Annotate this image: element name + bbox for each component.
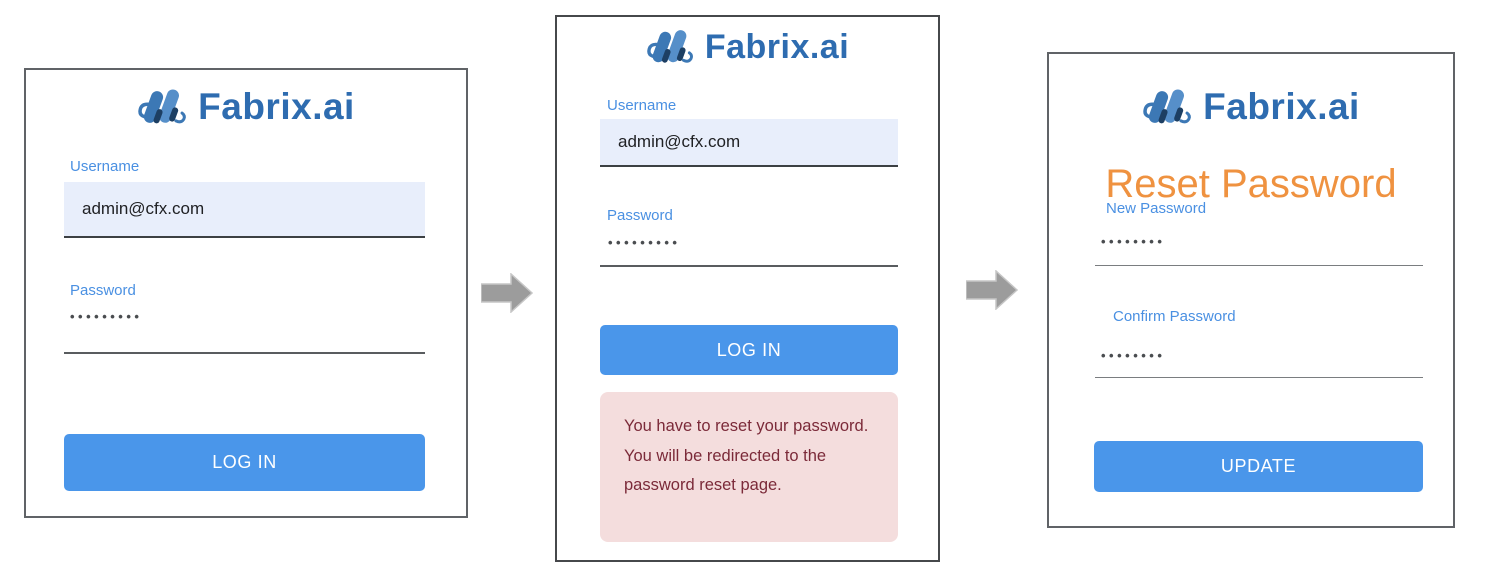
fabrix-logo-text: Fabrix.ai (1203, 86, 1360, 127)
username-input[interactable]: admin@cfx.com (64, 182, 425, 238)
password-reset-alert: You have to reset your password. You wil… (600, 392, 898, 542)
login-card-error: Fabrix.ai Username admin@cfx.com Passwor… (555, 15, 940, 562)
username-label: Username (607, 97, 677, 114)
username-input[interactable]: admin@cfx.com (600, 119, 898, 167)
confirm-password-label: Confirm Password (1113, 308, 1236, 325)
update-button[interactable]: UPDATE (1094, 441, 1423, 492)
password-masked-value: ••••••••• (70, 309, 143, 324)
right-block-arrow-icon (481, 273, 533, 313)
fabrix-logo: Fabrix.ai (557, 25, 938, 69)
login-button[interactable]: LOG IN (64, 434, 425, 491)
fabrix-logo-text: Fabrix.ai (198, 86, 355, 127)
new-password-input[interactable]: •••••••• (1095, 232, 1423, 266)
new-password-masked-value: •••••••• (1101, 234, 1166, 249)
reset-password-heading: Reset Password (1105, 162, 1397, 206)
fabrix-logo-icon (647, 30, 693, 63)
password-input[interactable]: ••••••••• (64, 306, 425, 354)
fabrix-logo-text: Fabrix.ai (704, 27, 850, 66)
password-input[interactable]: ••••••••• (600, 233, 898, 267)
fabrix-logo: Fabrix.ai (1049, 84, 1453, 130)
password-masked-value: ••••••••• (608, 235, 681, 250)
fabrix-logo: Fabrix.ai (26, 84, 466, 130)
username-label: Username (70, 158, 140, 175)
confirm-password-input[interactable]: •••••••• (1095, 342, 1423, 378)
password-label: Password (70, 282, 136, 299)
new-password-label: New Password (1106, 200, 1207, 217)
reset-password-card: Fabrix.ai Reset Password New Password ••… (1047, 52, 1455, 528)
fabrix-logo-icon (138, 89, 187, 124)
right-block-arrow-icon (966, 270, 1018, 310)
fabrix-logo-icon (1143, 89, 1192, 124)
confirm-password-masked-value: •••••••• (1101, 348, 1166, 363)
password-label: Password (607, 207, 673, 224)
login-button[interactable]: LOG IN (600, 325, 898, 375)
login-card-initial: Fabrix.ai Username admin@cfx.com Passwor… (24, 68, 468, 518)
